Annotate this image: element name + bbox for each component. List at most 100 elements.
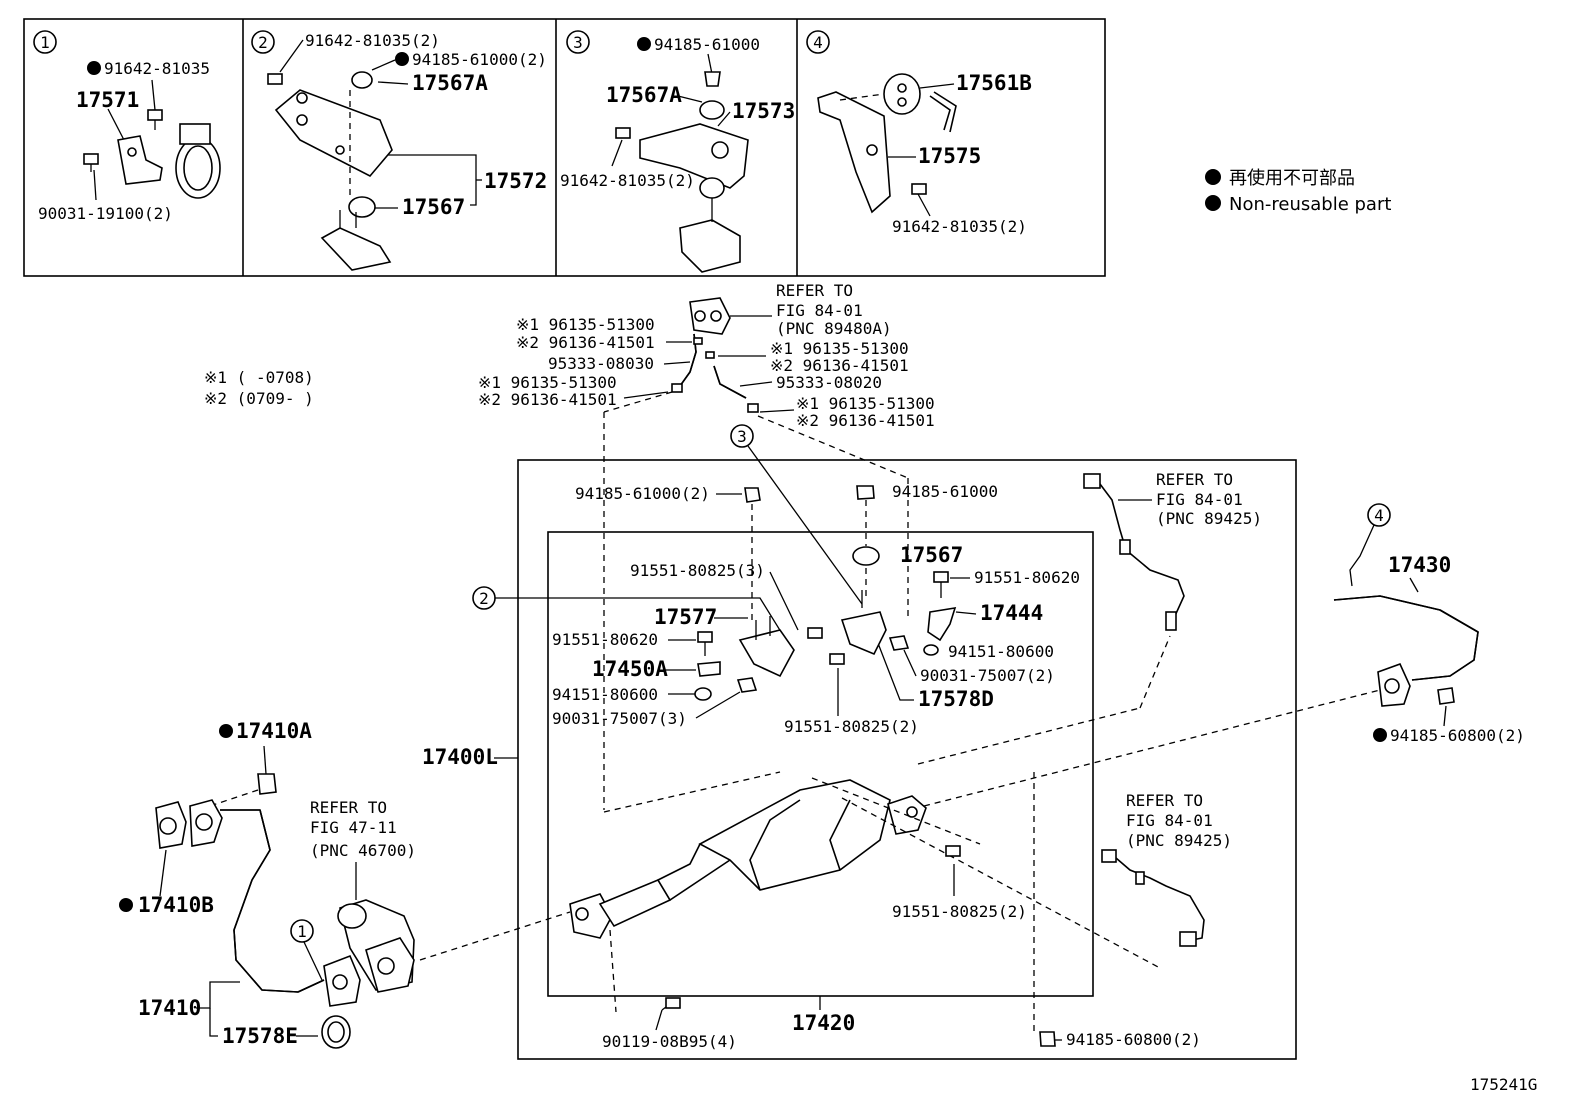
hose-label: ※2 96136-41501: [478, 390, 617, 409]
inset-2-number: 2: [258, 33, 268, 52]
part-label: 17410B: [138, 893, 214, 917]
bracket-17575: [817, 91, 891, 214]
part-label: 91551-80620: [552, 630, 658, 649]
legend: 再使用不可部品 Non-reusable part: [1205, 168, 1391, 215]
ref-component-46700: REFER TO FIG 47-11 (PNC 46700): [310, 798, 571, 993]
inset-1-number: 1: [40, 33, 50, 52]
hose-label: ※2 96136-41501: [770, 356, 909, 375]
part-label: 94185-60800(2): [1390, 726, 1525, 745]
legend-dot: [1205, 169, 1221, 185]
note-1: ※1 ( -0708): [204, 368, 314, 387]
part-label: 90031-75007(2): [920, 666, 1055, 685]
hose-label: ※1 96135-51300: [478, 373, 617, 392]
ref-line: REFER TO: [1126, 791, 1203, 810]
part-label: 90119-08B95(4): [602, 1032, 737, 1051]
part-label: 94151-80600: [552, 685, 658, 704]
legend-line-jp: 再使用不可部品: [1229, 168, 1355, 189]
ref-line: FIG 84-01: [1156, 490, 1243, 509]
ref-line: (PNC 46700): [310, 841, 416, 860]
inset-3-number: 3: [573, 33, 583, 52]
inset-2: 2 91642-81035(2) 94185-61000(2) 17567A 1…: [251, 30, 547, 271]
part-label: 90031-75007(3): [552, 709, 687, 728]
part-label: 91551-80620: [974, 568, 1080, 587]
assembly-box-17400L: [517, 459, 1297, 1060]
part-label: 17575: [918, 144, 981, 168]
part-label: 94185-61000: [892, 482, 998, 501]
ref-line: REFER TO: [1156, 470, 1233, 489]
callout-3: 3: [737, 427, 747, 446]
ref-line: (PNC 89425): [1126, 831, 1232, 850]
non-reusable-dot: [219, 724, 233, 738]
legend-line-en: Non-reusable part: [1229, 194, 1391, 215]
part-label: 94185-61000: [654, 35, 760, 54]
inset-3: 3 94185-61000 17567A 17573 91642-81035(2…: [560, 30, 795, 273]
non-reusable-dot: [87, 61, 101, 75]
part-label: 91642-81035(2): [305, 31, 440, 50]
part-label: 17410A: [236, 719, 312, 743]
part-label: 17567A: [606, 83, 682, 107]
ref-line: REFER TO: [776, 281, 853, 300]
hose-label: ※1 96135-51300: [796, 394, 935, 413]
ref-line: FIG 84-01: [1126, 811, 1213, 830]
part-label: 94185-61000(2): [575, 484, 710, 503]
part-label: 91551-80825(2): [784, 717, 919, 736]
part-label: 17567: [402, 195, 465, 219]
hose-label: ※1 96135-51300: [516, 315, 655, 334]
ref-line: (PNC 89480A): [776, 319, 892, 338]
ref-line: FIG 47-11: [310, 818, 397, 837]
inset-4-number-circle: [806, 30, 830, 54]
inset-1: 1 91642-81035 17571 90031-19100(2): [33, 30, 221, 223]
part-label: 17567A: [412, 71, 488, 95]
part-label: 94151-80600: [948, 642, 1054, 661]
hose-label: ※2 96136-41501: [796, 411, 935, 430]
part-label: 17578E: [222, 1024, 298, 1048]
part-label: 94185-61000(2): [412, 50, 547, 69]
hose-label: 95333-08030: [548, 354, 654, 373]
vacuum-hose-cluster: REFER TO FIG 84-01 (PNC 89480A) ※1 96135…: [478, 281, 935, 810]
notes: ※1 ( -0708) ※2 (0709- ): [204, 368, 314, 408]
callout-1: 1: [297, 922, 307, 941]
catalytic-converter-17420: 91551-80825(2): [569, 635, 1381, 1034]
ref-line: FIG 84-01: [776, 301, 863, 320]
part-label: 17444: [980, 601, 1043, 625]
non-reusable-dot: [395, 52, 409, 66]
hose-label: 95333-08020: [776, 373, 882, 392]
non-reusable-dot: [1373, 728, 1387, 742]
bracket-17578D: [840, 611, 887, 656]
part-label: 91642-81035(2): [560, 171, 695, 190]
part-label-17420: 17420: [792, 1011, 855, 1035]
callout-4: 4: [1374, 506, 1384, 525]
non-reusable-dot: [119, 898, 133, 912]
part-label: 17577: [654, 605, 717, 629]
part-label: 91642-81035(2): [892, 217, 1027, 236]
non-reusable-dot: [637, 37, 651, 51]
part-label: 17430: [1388, 553, 1451, 577]
tail-pipe-17430: 17430 94185-60800(2): [1333, 553, 1525, 745]
inset-3-number-circle: [566, 30, 590, 54]
part-label: 91551-80825(3): [630, 561, 765, 580]
part-label: 17578D: [918, 687, 994, 711]
bracket-17572: [274, 89, 393, 178]
oxygen-sensors: REFER TO FIG 84-01 (PNC 89425) REFER TO …: [1083, 470, 1262, 947]
part-label: 91642-81035: [104, 59, 210, 78]
part-label: 94185-60800(2): [1066, 1030, 1201, 1049]
bracket-17573: [639, 123, 749, 189]
front-pipe-17410: 17410A 17410B 17410 17578E: [119, 719, 361, 1049]
hose-label: ※1 96135-51300: [770, 339, 909, 358]
part-label: 17561B: [956, 71, 1032, 95]
part-label: 17571: [76, 88, 139, 112]
part-label: 91551-80825(2): [892, 902, 1027, 921]
note-2: ※2 (0709- ): [204, 389, 314, 408]
bracket-17444: [927, 607, 957, 642]
nut: [704, 71, 721, 87]
inset-2-number-circle: [251, 30, 275, 54]
part-label-17400L: 17400L: [422, 745, 498, 769]
vsv: [689, 297, 731, 335]
inset-4: 4 17561B 17575 91642-81035(2): [806, 30, 1032, 236]
part-label: 17410: [138, 996, 201, 1020]
inset-4-number: 4: [813, 33, 823, 52]
bracket-17577: [738, 629, 795, 678]
inset-1-number-circle: [33, 30, 57, 54]
legend-dot: [1205, 195, 1221, 211]
